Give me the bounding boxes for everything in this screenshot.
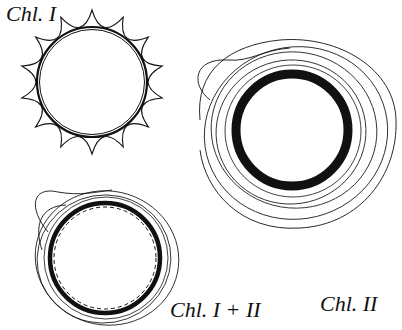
contour bbox=[23, 177, 192, 330]
grain-ring bbox=[50, 203, 160, 313]
contour bbox=[27, 184, 181, 330]
grain-outline bbox=[37, 27, 147, 137]
contour bbox=[225, 65, 361, 197]
figure-label: Chl. II bbox=[318, 292, 379, 316]
contour bbox=[186, 27, 402, 238]
grain-inner-line bbox=[40, 30, 145, 135]
figure-label: Chl. I + II bbox=[168, 298, 263, 322]
outer-contour bbox=[200, 40, 397, 229]
thick-ring bbox=[236, 74, 348, 186]
chl-one-figure bbox=[22, 10, 162, 154]
contour-lobe bbox=[198, 48, 290, 100]
contour bbox=[199, 39, 390, 221]
figure-label: Chl. I bbox=[4, 2, 58, 26]
spiky-envelope bbox=[22, 10, 162, 154]
chl-one-two-figure bbox=[23, 177, 192, 330]
bumpy-inner-line bbox=[54, 207, 156, 309]
contour bbox=[44, 197, 168, 319]
chl-two-figure bbox=[186, 27, 402, 238]
contour-lobe bbox=[39, 205, 66, 250]
